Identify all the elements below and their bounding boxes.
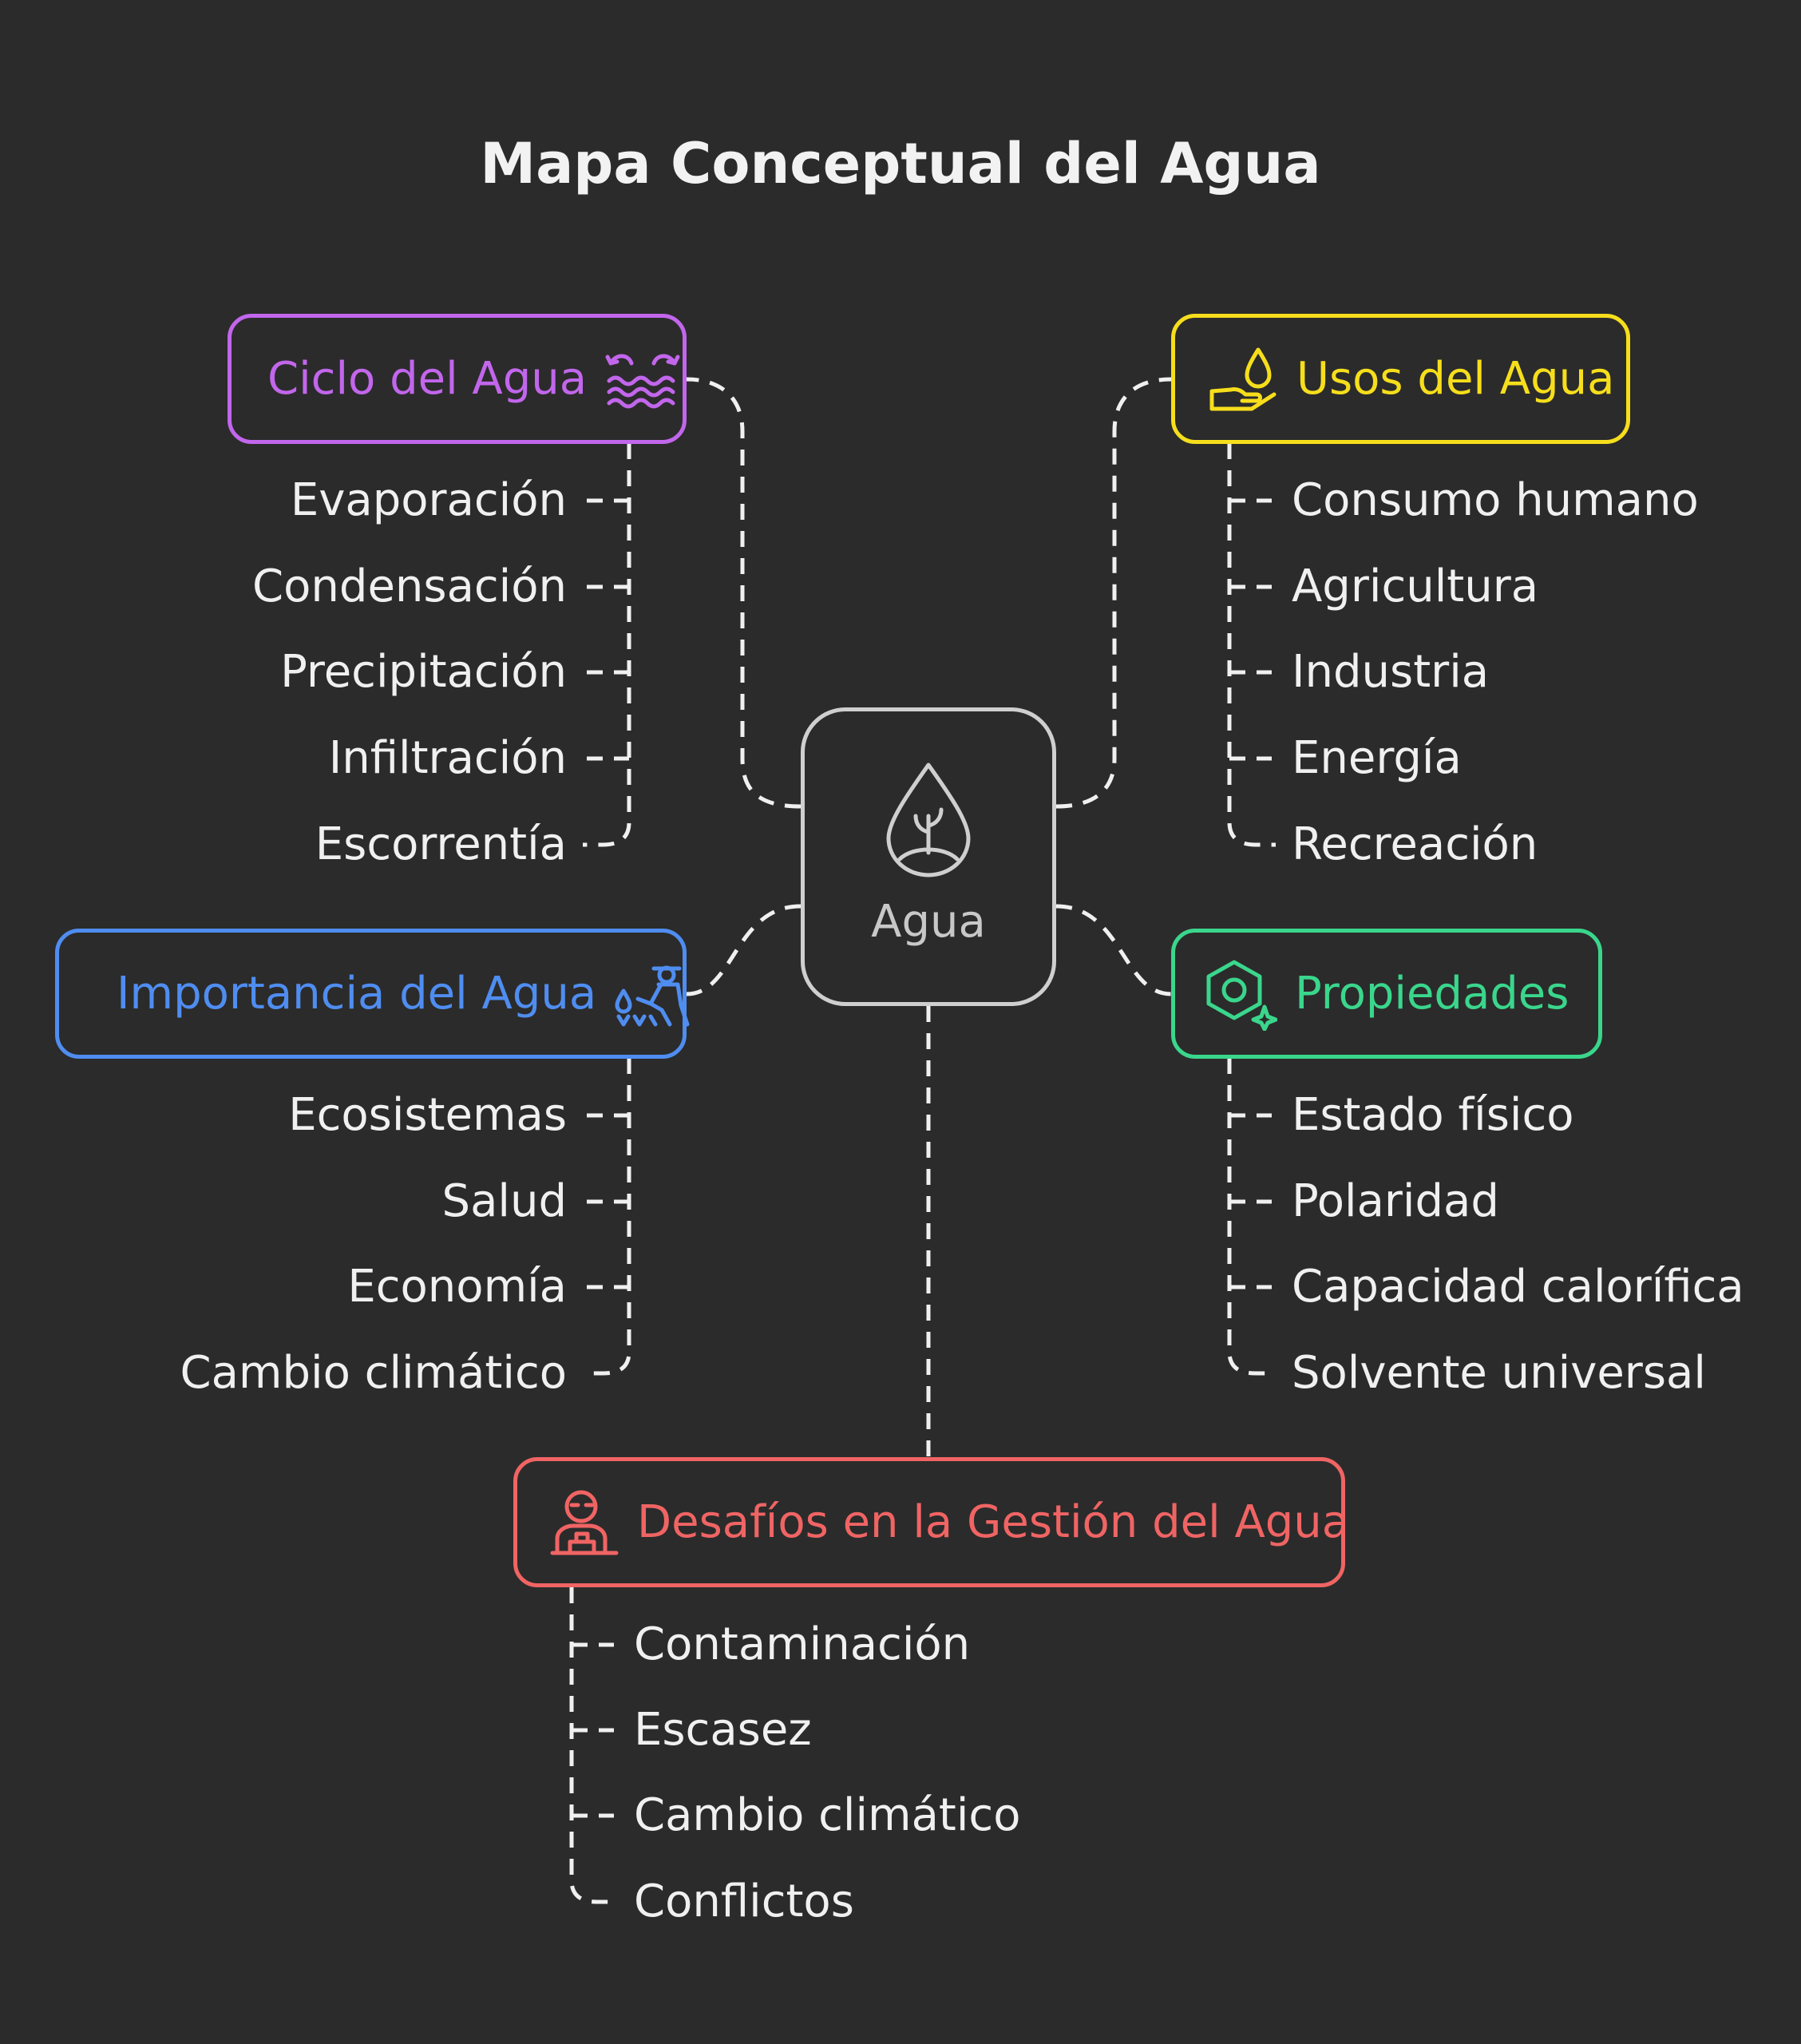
list-item: Energía	[1292, 732, 1462, 784]
list-item: Polaridad	[1292, 1175, 1499, 1227]
center-node-agua[interactable]	[801, 707, 1056, 1006]
farmer-watering-icon	[615, 965, 690, 1026]
node-ciclo-label: Ciclo del Agua	[267, 352, 588, 405]
list-item: Salud	[441, 1175, 567, 1227]
list-item: Precipitación	[280, 646, 567, 698]
list-item: Cambio climático	[634, 1789, 1021, 1841]
water-cycle-icon	[605, 354, 680, 408]
node-propiedades-label: Propiedades	[1295, 967, 1569, 1020]
list-item: Capacidad calorífica	[1292, 1261, 1744, 1313]
molecule-sparkle-icon	[1206, 960, 1277, 1031]
node-importancia-del-agua[interactable]: Importancia del Agua	[55, 929, 690, 1059]
list-item: Escorrentía	[315, 818, 567, 870]
connector-center-propiedades	[1055, 904, 1172, 996]
node-importancia-label: Importancia del Agua	[117, 967, 597, 1020]
water-drop-plant-icon	[886, 763, 971, 877]
list-item: Contaminación	[634, 1618, 971, 1670]
list-item: Condensación	[252, 561, 567, 612]
connector-center-usos	[1055, 377, 1172, 809]
list-item: Infiltración	[328, 732, 567, 784]
hand-water-drop-icon	[1209, 347, 1277, 410]
spine-desafios	[569, 1587, 618, 1904]
list-item: Agricultura	[1292, 561, 1539, 612]
page-title: Mapa Conceptual del Agua	[480, 131, 1321, 196]
list-item: Recreación	[1292, 818, 1538, 870]
spine-propiedades	[1227, 1058, 1276, 1376]
node-usos-del-agua[interactable]: Usos del Agua	[1171, 314, 1630, 444]
node-usos-label: Usos del Agua	[1296, 352, 1615, 405]
list-item: Evaporación	[290, 474, 567, 526]
list-item: Ecosistemas	[288, 1089, 567, 1141]
list-item: Economía	[347, 1261, 567, 1313]
spine-importancia	[583, 1058, 631, 1376]
spine-usos	[1227, 443, 1276, 847]
center-label: Agua	[871, 896, 986, 948]
connector-center-ciclo	[686, 377, 802, 809]
list-item: Industria	[1292, 646, 1490, 698]
worker-desk-icon	[550, 1490, 619, 1555]
list-item: Escasez	[634, 1704, 812, 1756]
connector-center-importancia	[686, 904, 802, 996]
list-item: Consumo humano	[1292, 474, 1699, 526]
node-desafios-label: Desafíos en la Gestión del Agua	[637, 1495, 1350, 1548]
node-ciclo-del-agua[interactable]: Ciclo del Agua	[228, 314, 687, 444]
list-item: Solvente universal	[1292, 1347, 1706, 1399]
list-item: Estado físico	[1292, 1089, 1574, 1141]
node-propiedades[interactable]: Propiedades	[1171, 929, 1602, 1059]
spine-ciclo	[583, 443, 631, 847]
list-item: Conflictos	[634, 1876, 854, 1927]
node-desafios-gestion-del-agua[interactable]: Desafíos en la Gestión del Agua	[513, 1457, 1349, 1587]
list-item: Cambio climático	[180, 1347, 567, 1399]
